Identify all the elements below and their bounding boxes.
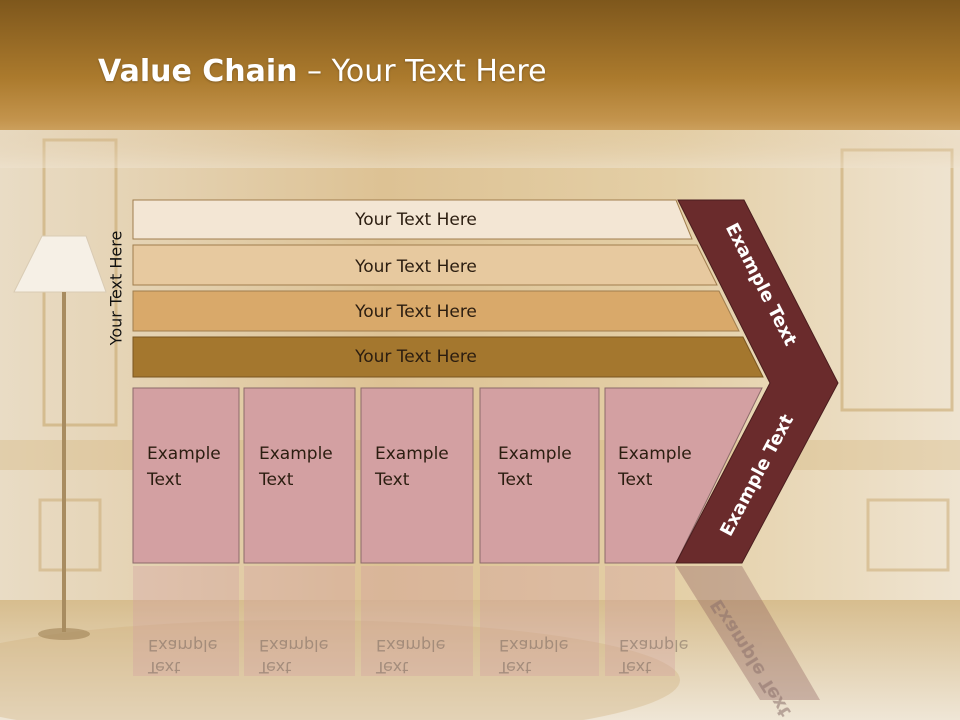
reflection-label: Text [618, 658, 651, 677]
activity-box-1[interactable] [132, 387, 240, 564]
reflection-label: Example [376, 636, 445, 655]
activity-box-5-line2: Text [617, 470, 653, 490]
reflection-label: Text [375, 658, 408, 677]
activity-box-2-line1: Example [259, 444, 333, 464]
box-reflection [133, 566, 239, 676]
activity-box-2[interactable] [243, 387, 356, 564]
reflection-label: Example [148, 636, 217, 655]
reflection-label: Example [259, 636, 328, 655]
activity-box-4[interactable] [479, 387, 600, 564]
bar-2[interactable] [132, 244, 718, 286]
box-reflection [605, 566, 675, 676]
bar-1[interactable] [132, 199, 693, 240]
bar-3[interactable] [132, 290, 740, 332]
reflection-label: Text [258, 658, 291, 677]
box-reflection [480, 566, 599, 676]
bar-3-label: Your Text Here [354, 302, 477, 322]
activity-box-2-line2: Text [258, 470, 294, 490]
activity-box-1-line1: Example [147, 444, 221, 464]
activity-box-5-line1: Example [618, 444, 692, 464]
title-bold: Value Chain [98, 54, 298, 89]
reflection-label: Example [499, 636, 568, 655]
bar-4-label: Your Text Here [354, 347, 477, 367]
activity-box-4-line1: Example [498, 444, 572, 464]
reflection-label: Example [619, 636, 688, 655]
box-reflection [244, 566, 355, 676]
arrow-reflection [676, 566, 820, 700]
bar-2-label: Your Text Here [354, 257, 477, 277]
box-reflection [361, 566, 473, 676]
bar-4[interactable] [132, 336, 764, 378]
activity-box-1-line2: Text [146, 470, 182, 490]
bar-1-label: Your Text Here [354, 210, 477, 230]
activity-box-3-line2: Text [374, 470, 410, 490]
reflection-label: Text [147, 658, 180, 677]
activity-box-3-line1: Example [375, 444, 449, 464]
margin-arrow[interactable] [675, 199, 839, 564]
activity-box-4-line2: Text [497, 470, 533, 490]
reflection [133, 566, 820, 700]
reflection-label: Text [498, 658, 531, 677]
title-rest: – Your Text Here [297, 54, 547, 89]
activity-box-3[interactable] [360, 387, 474, 564]
slide-title: Value Chain – Your Text Here [98, 54, 547, 89]
